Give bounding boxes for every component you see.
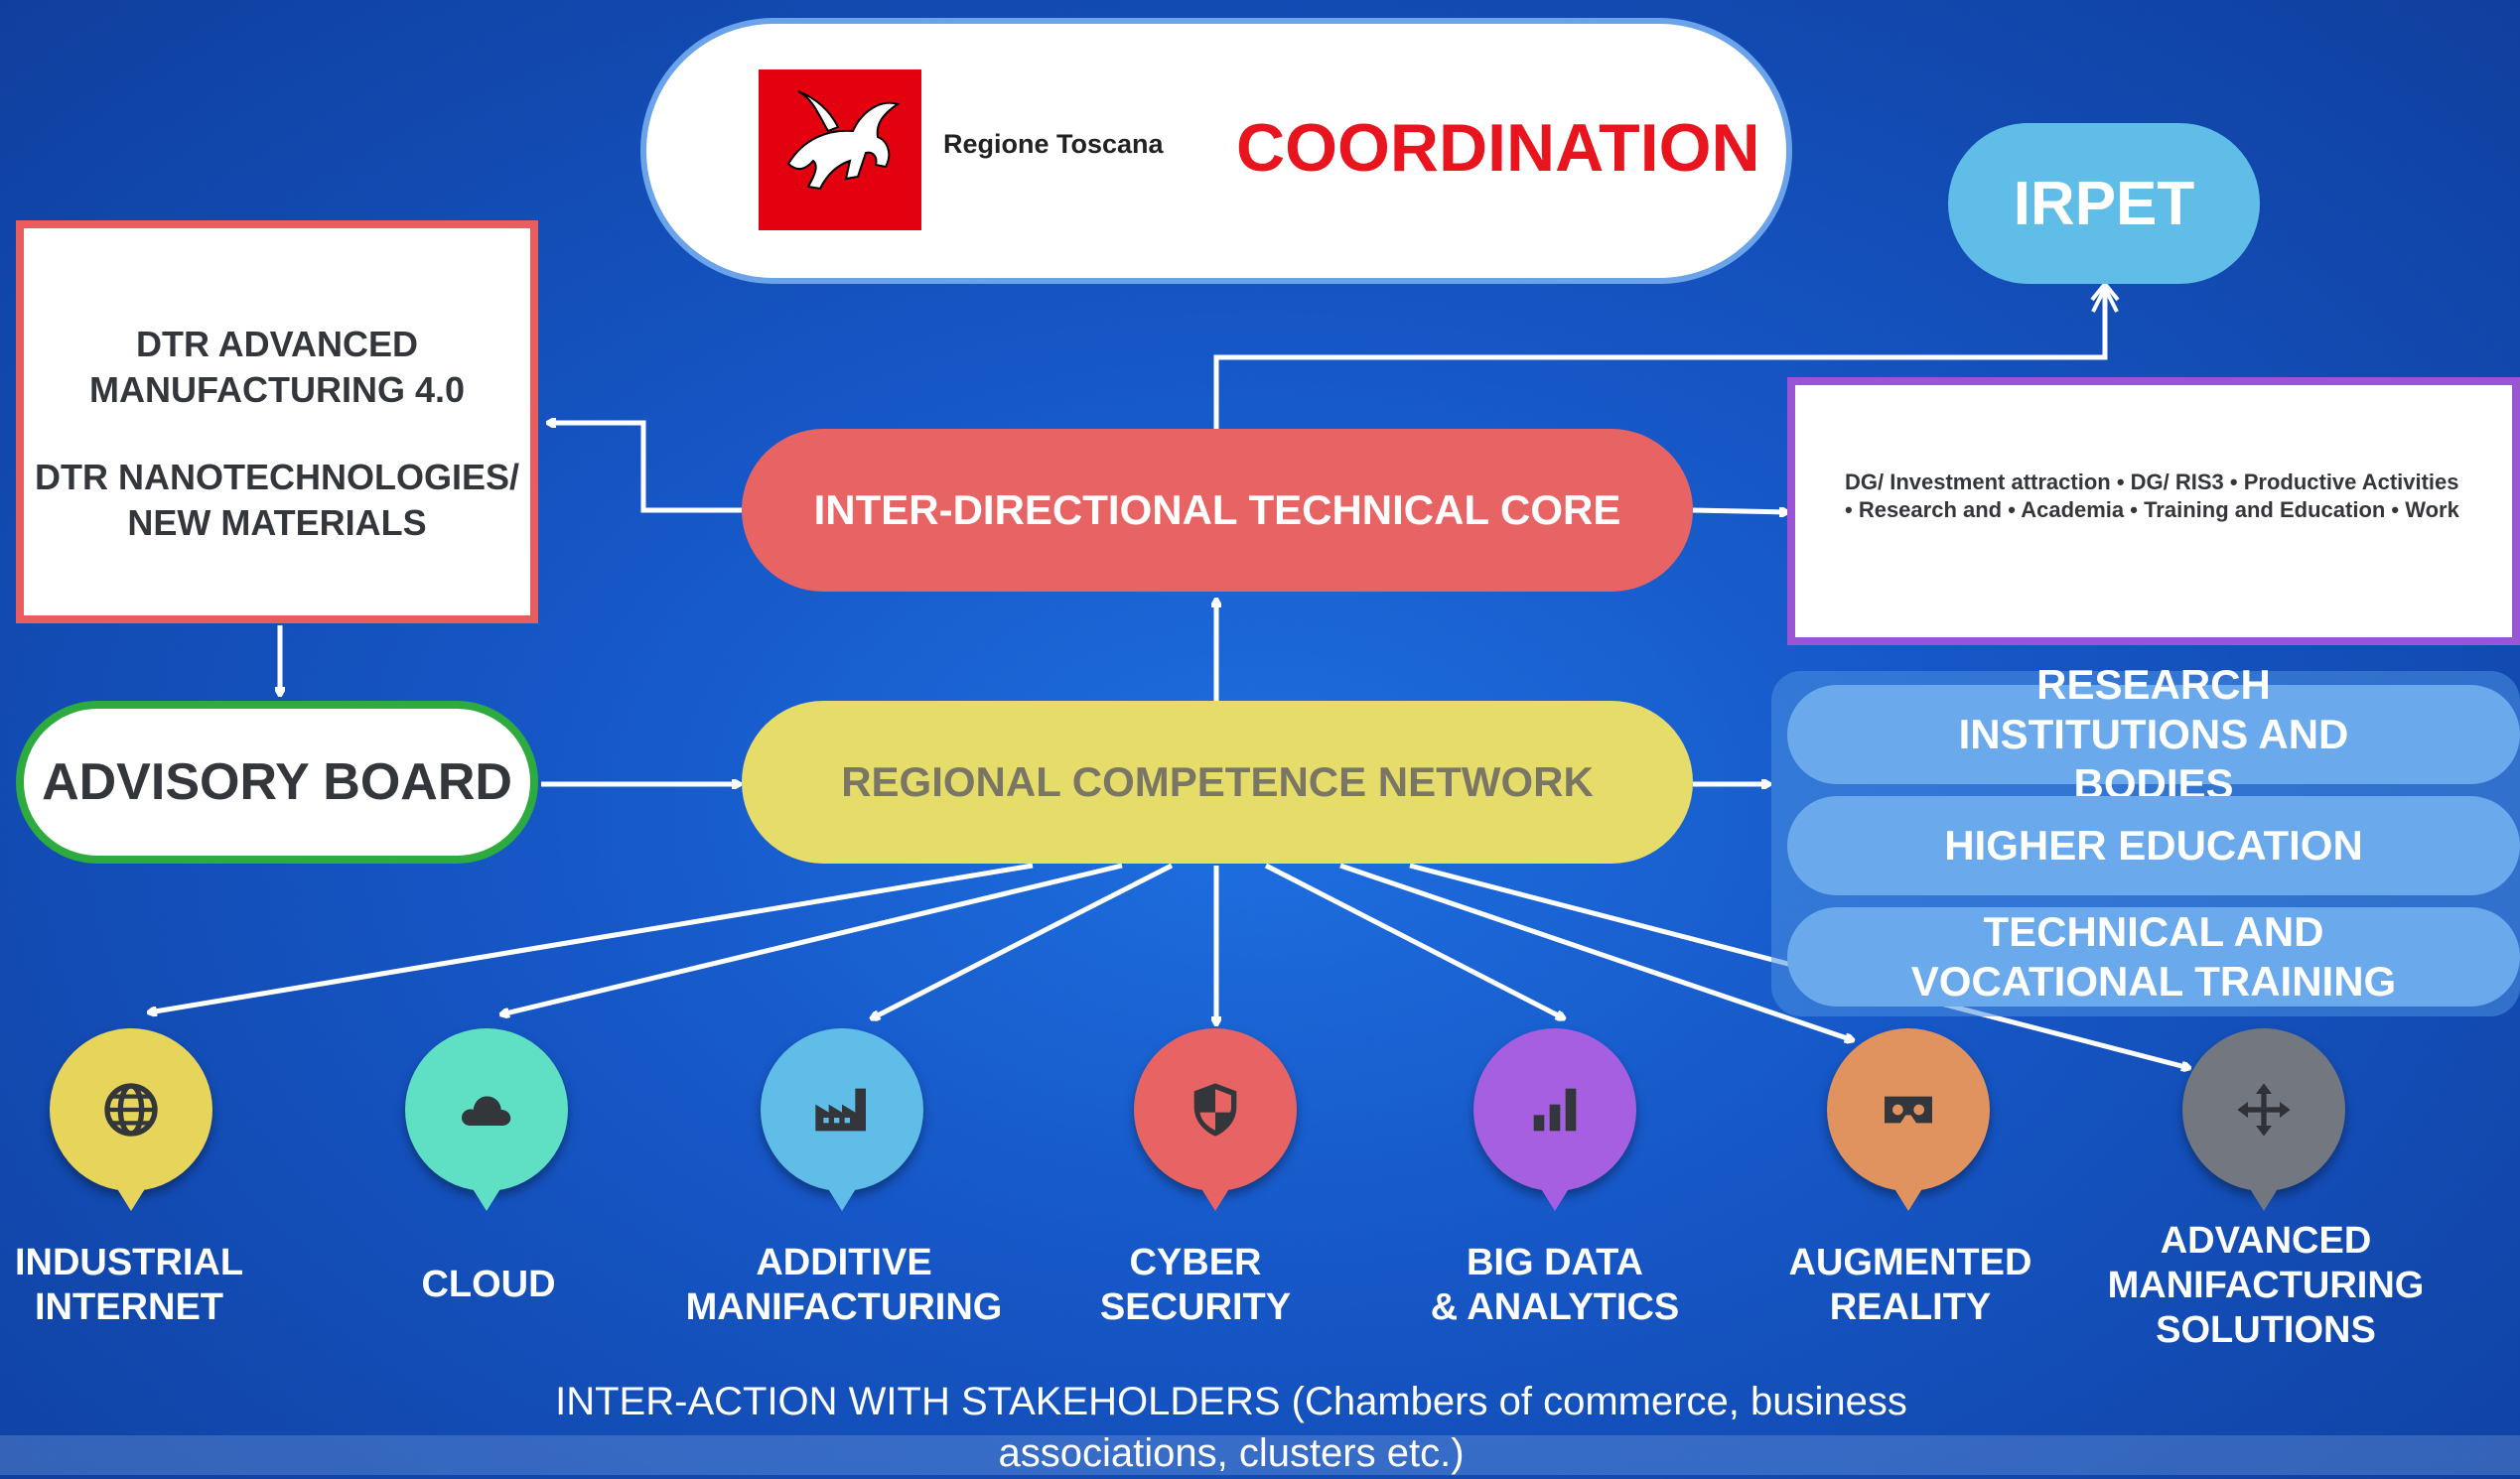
factory-icon	[815, 1088, 866, 1132]
label-line: INTERNET	[35, 1286, 223, 1328]
dtr-line-3: DTR NANOTECHNOLOGIES/	[34, 457, 519, 497]
label-line: SOLUTIONS	[2156, 1309, 2376, 1351]
dtr-line-2: MANUFACTURING 4.0	[88, 369, 466, 410]
institution-vocational-training: TECHNICAL AND VOCATIONAL TRAINING	[1787, 907, 2520, 1007]
stakeholders-footer: INTER-ACTION WITH STAKEHOLDERS (Chambers…	[397, 1376, 2065, 1479]
cloud-pin	[405, 1028, 568, 1211]
label-line: REALITY	[1829, 1286, 1992, 1328]
label-line: MANIFACTURING	[685, 1286, 1003, 1328]
cloud-label: CLOUD	[320, 1263, 657, 1307]
shield-icon	[1193, 1083, 1237, 1137]
dtr-line-1: DTR ADVANCED	[136, 324, 418, 364]
dtr-line-4: NEW MATERIALS	[127, 502, 427, 543]
logo-text: Regione Toscana	[943, 129, 1164, 159]
competence-network-node: REGIONAL COMPETENCE NETWORK	[742, 701, 1693, 864]
regione-toscana-logo	[759, 69, 921, 230]
label-line: SECURITY	[1099, 1286, 1292, 1328]
augmented-reality-label: AUGMENTED REALITY	[1742, 1241, 2079, 1330]
bar-chart-icon	[1533, 1088, 1577, 1132]
label-line: MANIFACTURING	[2107, 1265, 2425, 1306]
augmented-reality-pin	[1827, 1028, 1990, 1211]
footer-line-1: INTER-ACTION WITH STAKEHOLDERS (Chambers…	[555, 1380, 1907, 1423]
advanced-solutions-pin	[2182, 1028, 2345, 1211]
label-line: BIG DATA	[1466, 1242, 1643, 1283]
advisory-board-node: ADVISORY BOARD	[16, 701, 538, 864]
footer-line-2: associations, clusters etc.)	[998, 1431, 1465, 1475]
industrial-internet-pin	[50, 1028, 212, 1211]
label-line: ADDITIVE	[756, 1242, 932, 1283]
label-line: & ANALYTICS	[1430, 1286, 1680, 1328]
advanced-solutions-label: ADVANCED MANIFACTURING SOLUTIONS	[2097, 1219, 2435, 1353]
industrial-internet-label: INDUSTRIAL INTERNET	[0, 1241, 298, 1330]
label-line: CYBER	[1129, 1242, 1262, 1283]
additive-manufacturing-label: ADDITIVE MANIFACTURING	[675, 1241, 1013, 1330]
dtr-box: DTR ADVANCED MANUFACTURING 4.0 DTR NANOT…	[16, 220, 538, 623]
move-arrows-icon	[2237, 1083, 2291, 1137]
cyber-security-label: CYBER SECURITY	[1027, 1241, 1364, 1330]
bottom-strip	[0, 1435, 2520, 1475]
cloud-icon	[462, 1096, 511, 1126]
coordination-title: COORDINATION	[1236, 110, 1760, 186]
big-data-pin	[1473, 1028, 1636, 1211]
label-line: CLOUD	[421, 1264, 556, 1305]
cyber-security-pin	[1134, 1028, 1297, 1211]
label-line: AUGMENTED	[1788, 1242, 2032, 1283]
label-line: INDUSTRIAL	[14, 1242, 244, 1283]
big-data-label: BIG DATA & ANALYTICS	[1386, 1241, 1724, 1330]
dg-text: DG/ Investment attraction • DG/ RIS3 • P…	[1845, 470, 2459, 522]
technical-core-node: INTER-DIRECTIONAL TECHNICAL CORE	[742, 429, 1693, 592]
irpet-node: IRPET	[1948, 123, 2260, 284]
additive-manufacturing-pin	[761, 1028, 923, 1211]
pegasus-icon	[786, 90, 901, 191]
institution-research: RESEARCH INSTITUTIONS AND BODIES	[1787, 661, 2520, 807]
vr-headset-icon	[1885, 1096, 1932, 1124]
globe-icon	[104, 1083, 158, 1137]
label-line: ADVANCED	[2160, 1220, 2372, 1262]
dg-box: DG/ Investment attraction • DG/ RIS3 • P…	[1787, 377, 2520, 645]
institution-higher-education: HIGHER EDUCATION	[1787, 796, 2520, 895]
